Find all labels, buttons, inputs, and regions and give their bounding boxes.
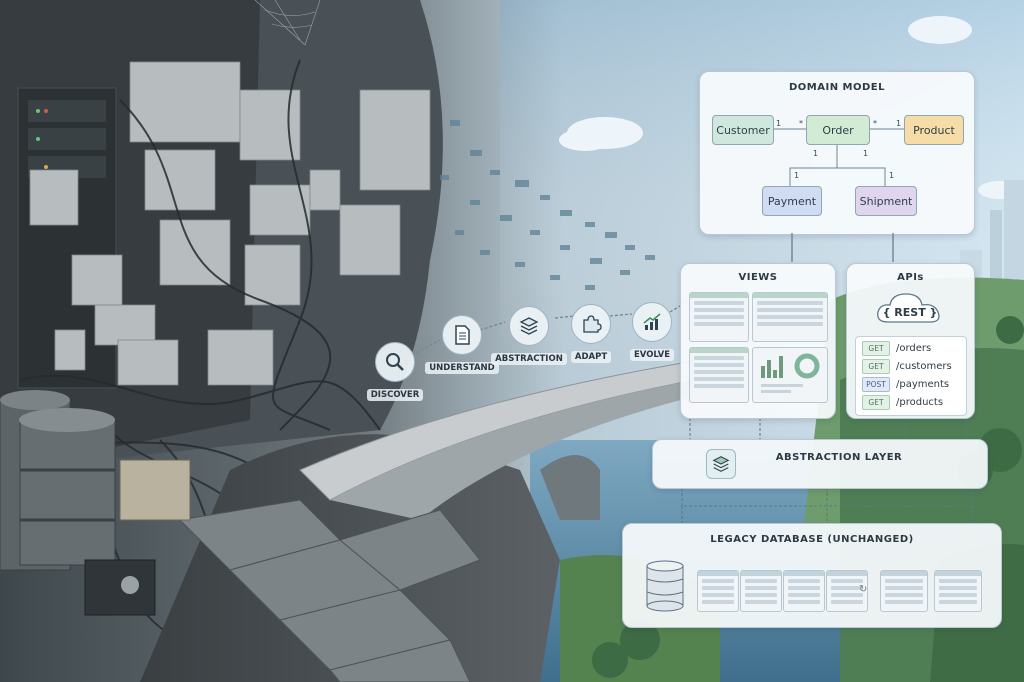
entity-product: Product (904, 115, 964, 145)
document-icon (442, 315, 482, 355)
legacy-table-thumbnail (826, 570, 868, 612)
endpoint-path: /products (896, 396, 944, 408)
growth-chart-icon (632, 302, 672, 342)
cloud (559, 129, 611, 151)
http-method-badge: GET (862, 340, 890, 356)
pinned-document (129, 61, 241, 143)
step-label: DISCOVER (366, 389, 424, 401)
view-table-thumbnail (689, 347, 749, 403)
legacy-table-thumbnail (740, 570, 782, 612)
multiplicity-label: 1 (776, 119, 782, 128)
endpoint-path: /orders (896, 342, 932, 354)
step-label: EVOLVE (629, 349, 675, 361)
pinned-document (207, 329, 274, 386)
step-understand: UNDERSTAND (420, 315, 504, 374)
puzzle-icon (571, 304, 611, 344)
pinned-document (29, 169, 79, 226)
step-adapt: ADAPT (549, 304, 633, 363)
magnifier-icon (375, 342, 415, 382)
layers-icon (706, 449, 736, 479)
multiplicity-label: * (799, 119, 803, 128)
pinned-document (359, 89, 431, 191)
view-dashboard-thumbnail (752, 347, 828, 403)
panel-title: VIEWS (738, 272, 778, 283)
http-method-badge: GET (862, 358, 890, 374)
abstraction-layer-panel (652, 439, 988, 489)
step-label: UNDERSTAND (425, 362, 499, 374)
http-method-badge: GET (862, 394, 890, 410)
step-abstraction: ABSTRACTION (487, 306, 571, 365)
entity-shipment: Shipment (855, 186, 917, 216)
pinned-document (244, 244, 301, 306)
entity-customer: Customer (712, 115, 774, 145)
floppy-disk (84, 559, 156, 616)
pinned-document (54, 329, 86, 371)
panel-title: APIs (897, 272, 924, 283)
api-endpoint[interactable]: GET/customers (862, 358, 962, 374)
pinned-document (144, 149, 216, 211)
api-endpoint[interactable]: POST/payments (862, 376, 962, 392)
paper-stack (119, 459, 191, 521)
dashboard-chart-icon (761, 353, 820, 393)
pinned-document (339, 204, 401, 276)
rest-cloud-icon (874, 288, 946, 328)
legacy-table-thumbnail (697, 570, 739, 612)
step-discover: DISCOVER (353, 342, 437, 401)
endpoint-path: /payments (896, 378, 950, 390)
panel-title: DOMAIN MODEL (788, 82, 886, 93)
api-endpoint[interactable]: GET/products (862, 394, 962, 410)
pinned-document (117, 339, 179, 386)
endpoint-path: /customers (896, 360, 952, 372)
entity-payment: Payment (762, 186, 822, 216)
view-table-thumbnail (752, 292, 828, 342)
cloud (908, 16, 972, 44)
entity-order: Order (806, 115, 870, 145)
multiplicity-label: * (873, 119, 877, 128)
legacy-table-thumbnail (934, 570, 982, 612)
database-icon (644, 560, 686, 612)
multiplicity-label: 1 (896, 119, 902, 128)
multiplicity-label: 1 (794, 171, 800, 180)
refresh-icon: ↻ (859, 584, 868, 595)
legacy-table-thumbnail (783, 570, 825, 612)
panel-title: LEGACY DATABASE (UNCHANGED) (710, 534, 914, 545)
view-table-thumbnail (689, 292, 749, 342)
pinned-document (94, 304, 156, 346)
multiplicity-label: 1 (813, 149, 819, 158)
pinned-document (309, 169, 341, 211)
multiplicity-label: 1 (889, 171, 895, 180)
panel-title: ABSTRACTION LAYER (775, 452, 903, 463)
cobweb (254, 0, 321, 46)
multiplicity-label: 1 (863, 149, 869, 158)
step-evolve: EVOLVE (610, 302, 694, 361)
step-label: ADAPT (570, 351, 612, 363)
api-endpoint[interactable]: GET/orders (862, 340, 962, 356)
barrels (0, 390, 116, 571)
http-method-badge: POST (862, 376, 890, 392)
layers-icon (509, 306, 549, 346)
step-label: ABSTRACTION (491, 353, 567, 365)
legacy-table-thumbnail (880, 570, 928, 612)
dissolving-data-tiles (440, 120, 655, 290)
rest-label: { REST } (882, 306, 938, 319)
